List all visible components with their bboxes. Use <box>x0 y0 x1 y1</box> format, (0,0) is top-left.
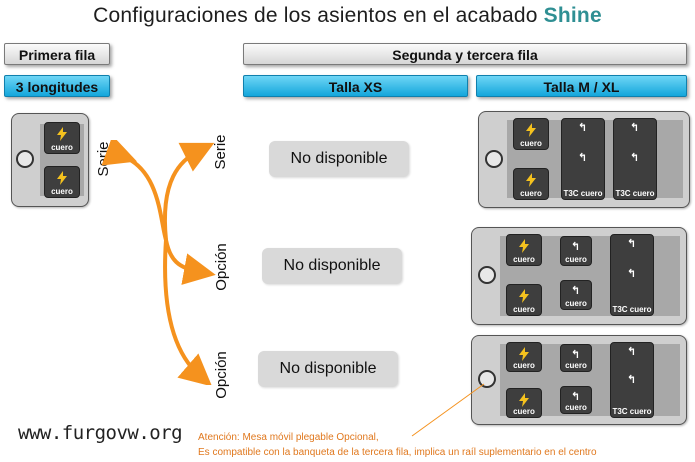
seat-label: T3C cuero <box>612 305 652 314</box>
header-second-third-row: Segunda y tercera fila <box>243 43 687 65</box>
seat-label: cuero <box>565 403 587 412</box>
seat-label: cuero <box>513 255 535 264</box>
seat-row-2-left: ↰ cuero <box>560 344 592 372</box>
note-line-1: Atención: Mesa móvil plegable Opcional, <box>198 432 379 443</box>
seat-label: cuero <box>513 305 535 314</box>
seat-label: cuero <box>565 361 587 370</box>
bolt-icon <box>57 127 67 141</box>
fold-arrow-icon: ↰ <box>578 122 588 134</box>
seat-label: cuero <box>51 143 73 152</box>
seat-label: cuero <box>513 361 535 370</box>
bolt-icon <box>519 239 529 253</box>
bench-row-3: ↰ ↰ T3C cuero <box>610 234 654 316</box>
steering-wheel-icon <box>16 150 34 168</box>
seat-driver: cuero <box>513 118 549 150</box>
steering-wheel-icon <box>478 266 496 284</box>
steering-wheel-icon <box>485 150 503 168</box>
seat-label: cuero <box>513 407 535 416</box>
website-url: www.furgovw.org <box>18 422 183 444</box>
arrow-to-option-2 <box>163 239 213 385</box>
seat-row-2-right: ↰ cuero <box>560 386 592 414</box>
fold-arrow-icon: ↰ <box>571 285 581 297</box>
bolt-icon <box>526 123 536 137</box>
seat-row-2-right: ↰ cuero <box>560 280 592 310</box>
seat-passenger: cuero <box>44 166 80 198</box>
fold-arrow-icon: ↰ <box>571 391 581 403</box>
xs-serie-unavailable: No disponible <box>269 141 409 177</box>
arrow-to-serie <box>162 142 215 241</box>
seat-label: T3C cuero <box>612 407 652 416</box>
first-row-van-diagram: cuero cuero <box>11 113 89 207</box>
fold-arrow-icon: ↰ <box>627 346 637 358</box>
bolt-icon <box>57 171 67 185</box>
arrow-to-option-1 <box>101 140 216 285</box>
van-mxl-option-2: cuero cuero ↰ cuero ↰ cuero ↰ ↰ T3C cuer… <box>471 335 687 425</box>
seat-label: cuero <box>565 299 587 308</box>
note-line-2: Es compatible con la banqueta de la terc… <box>198 447 597 458</box>
row-label-option-1: Opción <box>213 243 230 291</box>
seat-label: T3C cuero <box>563 189 603 198</box>
seat-passenger: cuero <box>513 168 549 200</box>
seat-label: cuero <box>565 255 587 264</box>
seat-label: cuero <box>520 189 542 198</box>
header-size-xs: Talla XS <box>243 75 468 97</box>
title-brand: Shine <box>543 4 602 27</box>
bench-row-3: ↰ ↰ T3C cuero <box>610 342 654 418</box>
xs-option-2-unavailable: No disponible <box>258 351 398 387</box>
row-label-option-2: Opción <box>213 351 230 399</box>
bolt-icon <box>526 173 536 187</box>
bench-row-3: ↰ ↰ T3C cuero <box>613 118 657 200</box>
fold-arrow-icon: ↰ <box>571 349 581 361</box>
fold-arrow-icon: ↰ <box>627 374 637 386</box>
xs-option-1-unavailable: No disponible <box>262 248 402 284</box>
seat-passenger: cuero <box>506 284 542 316</box>
seat-driver: cuero <box>506 234 542 266</box>
bench-row-2: ↰ ↰ T3C cuero <box>561 118 605 200</box>
page-title: Configuraciones de los asientos en el ac… <box>0 4 695 28</box>
seat-driver: cuero <box>44 122 80 154</box>
seat-label: cuero <box>51 187 73 196</box>
fold-arrow-icon: ↰ <box>578 152 588 164</box>
bolt-icon <box>519 289 529 303</box>
van-mxl-serie: cuero cuero ↰ ↰ T3C cuero ↰ ↰ T3C cuero <box>478 111 690 208</box>
fold-arrow-icon: ↰ <box>630 122 640 134</box>
fold-arrow-icon: ↰ <box>627 238 637 250</box>
fold-arrow-icon: ↰ <box>627 268 637 280</box>
title-text: Configuraciones de los asientos en el ac… <box>93 4 544 27</box>
seat-passenger: cuero <box>506 388 542 418</box>
bolt-icon <box>519 393 529 407</box>
option-arrows <box>101 140 216 385</box>
van-mxl-option-1: cuero cuero ↰ cuero ↰ cuero ↰ ↰ T3C cuer… <box>471 227 687 325</box>
note-leader-line <box>411 383 485 437</box>
header-first-row: Primera fila <box>4 43 110 65</box>
fold-arrow-icon: ↰ <box>630 152 640 164</box>
bolt-icon <box>519 347 529 361</box>
seat-label: cuero <box>520 139 542 148</box>
seat-driver: cuero <box>506 342 542 372</box>
header-3-longitudes: 3 longitudes <box>4 75 110 97</box>
seat-label: T3C cuero <box>615 189 655 198</box>
seat-row-2-left: ↰ cuero <box>560 236 592 266</box>
row-label-serie: Serie <box>212 134 229 170</box>
fold-arrow-icon: ↰ <box>571 241 581 253</box>
steering-wheel-icon <box>478 370 496 388</box>
header-size-m-xl: Talla M / XL <box>476 75 687 97</box>
